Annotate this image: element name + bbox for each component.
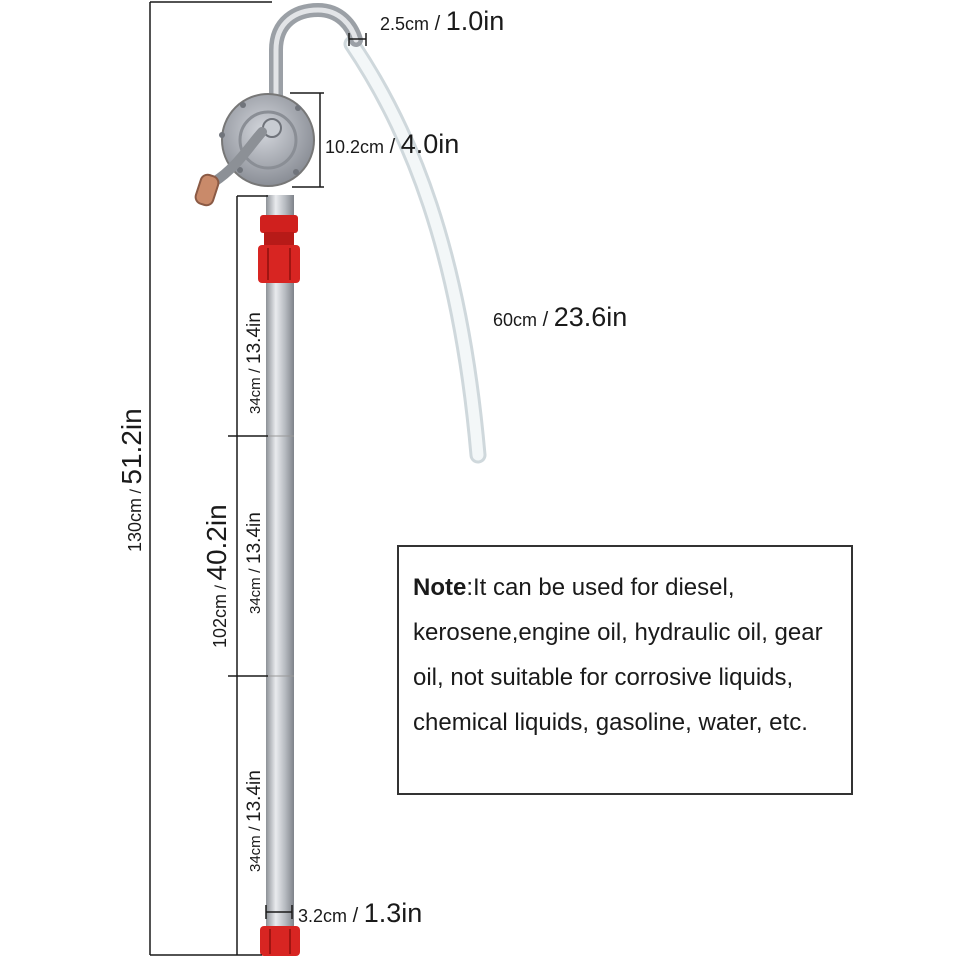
usage-note-box: Note:It can be used for diesel, kerosene… <box>397 545 853 795</box>
note-title: Note <box>413 574 467 601</box>
crank-grip <box>194 173 220 207</box>
dimension-lines <box>149 1 367 956</box>
tube-length-label: 102cm / 40.2in <box>201 504 232 648</box>
bottom-red-fitting <box>260 926 300 956</box>
top-red-fitting <box>258 215 300 283</box>
pump-head <box>221 93 315 187</box>
hose <box>343 35 487 464</box>
outlet-size-label: 2.5cm / 1.0in <box>380 6 505 36</box>
hose-length-label: 60cm / 23.6in <box>493 302 628 332</box>
suction-tube <box>266 195 294 935</box>
tube-diameter-label: 3.2cm / 1.3in <box>298 898 423 928</box>
crank-handle <box>209 127 267 187</box>
section-3-label: 34cm / 13.4in <box>244 770 265 872</box>
section-1-label: 34cm / 13.4in <box>244 312 265 414</box>
total-height-label: 130cm / 51.2in <box>116 408 147 552</box>
pump-head-size-label: 10.2cm / 4.0in <box>325 129 460 159</box>
note-body: :It can be used for diesel, kerosene,eng… <box>413 574 823 736</box>
section-2-label: 34cm / 13.4in <box>244 512 265 614</box>
